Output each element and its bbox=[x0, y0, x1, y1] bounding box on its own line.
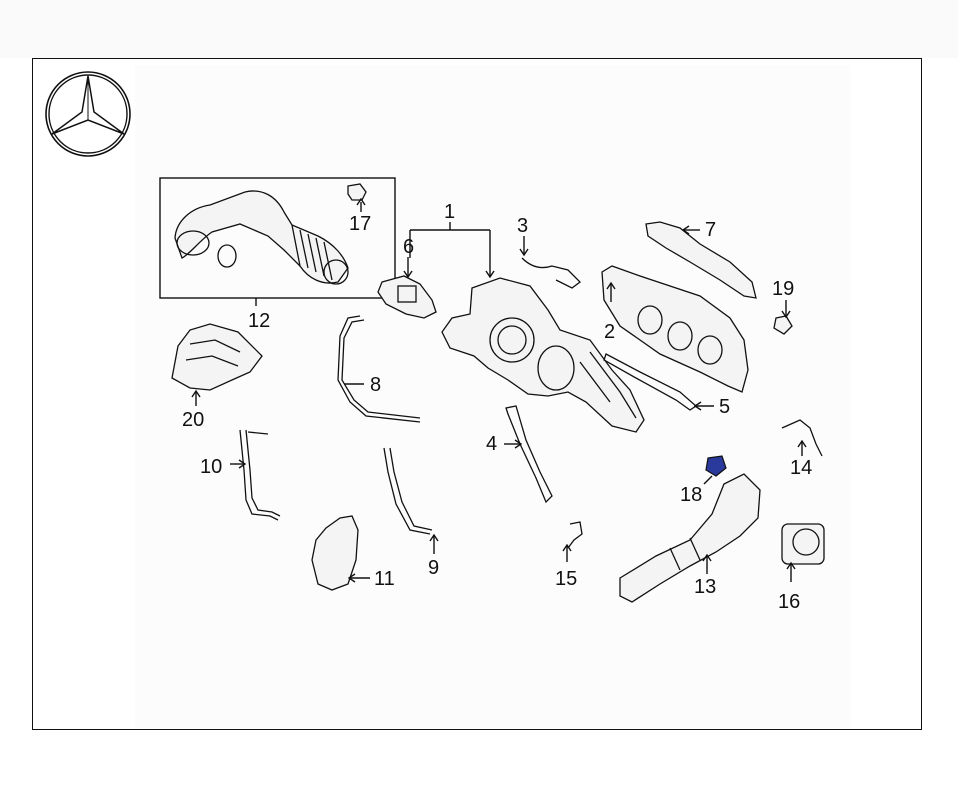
callout-11: 11 bbox=[374, 568, 395, 590]
callout-10: 10 bbox=[200, 456, 223, 478]
part-12-intake-hose bbox=[174, 190, 349, 285]
callout-9: 9 bbox=[428, 557, 440, 579]
part-20-heat-shield bbox=[171, 323, 263, 406]
part-14-clip bbox=[781, 419, 823, 457]
part-4-bracket bbox=[504, 405, 553, 504]
callout-14: 14 bbox=[790, 457, 813, 479]
callout-7: 7 bbox=[705, 219, 717, 241]
callout-16: 16 bbox=[778, 591, 801, 613]
part-13-charge-pipe bbox=[619, 473, 761, 603]
part-16-throttle-body bbox=[781, 523, 825, 582]
part-7-heat-shield bbox=[645, 221, 757, 299]
part-3-sensor bbox=[519, 236, 581, 289]
callout-15: 15 bbox=[555, 568, 578, 590]
callout-2: 2 bbox=[604, 321, 616, 343]
part-6-valve bbox=[377, 257, 437, 319]
part-10-pipe bbox=[230, 429, 281, 521]
group-box-12 bbox=[159, 177, 396, 299]
part-2-manifold bbox=[601, 265, 749, 393]
callout-4: 4 bbox=[486, 433, 498, 455]
part-9-pipe bbox=[383, 447, 439, 554]
callout-19: 19 bbox=[772, 278, 795, 300]
part-15-sensor bbox=[562, 521, 583, 562]
part-18-sensor bbox=[703, 455, 727, 485]
part-5-gasket bbox=[603, 353, 714, 411]
callout-18: 18 bbox=[680, 484, 703, 506]
callout-1: 1 bbox=[444, 201, 456, 223]
part-11-bracket bbox=[311, 515, 370, 591]
callout-17: 17 bbox=[349, 213, 372, 235]
top-background bbox=[0, 0, 958, 58]
mercedes-star-icon bbox=[45, 71, 131, 157]
callout-5: 5 bbox=[719, 396, 731, 418]
diagram-panel bbox=[135, 65, 850, 728]
callout-3: 3 bbox=[517, 215, 529, 237]
callout-20: 20 bbox=[182, 409, 205, 431]
callout-12: 12 bbox=[248, 310, 271, 332]
part-17-sensor bbox=[347, 183, 367, 212]
part-19-sensor bbox=[773, 300, 793, 335]
part-1-leader bbox=[409, 222, 495, 279]
callout-6: 6 bbox=[403, 236, 415, 258]
callout-13: 13 bbox=[694, 576, 717, 598]
part-8-pipe bbox=[337, 315, 421, 423]
callout-8: 8 bbox=[370, 374, 382, 396]
part-1-turbocharger bbox=[441, 277, 645, 433]
